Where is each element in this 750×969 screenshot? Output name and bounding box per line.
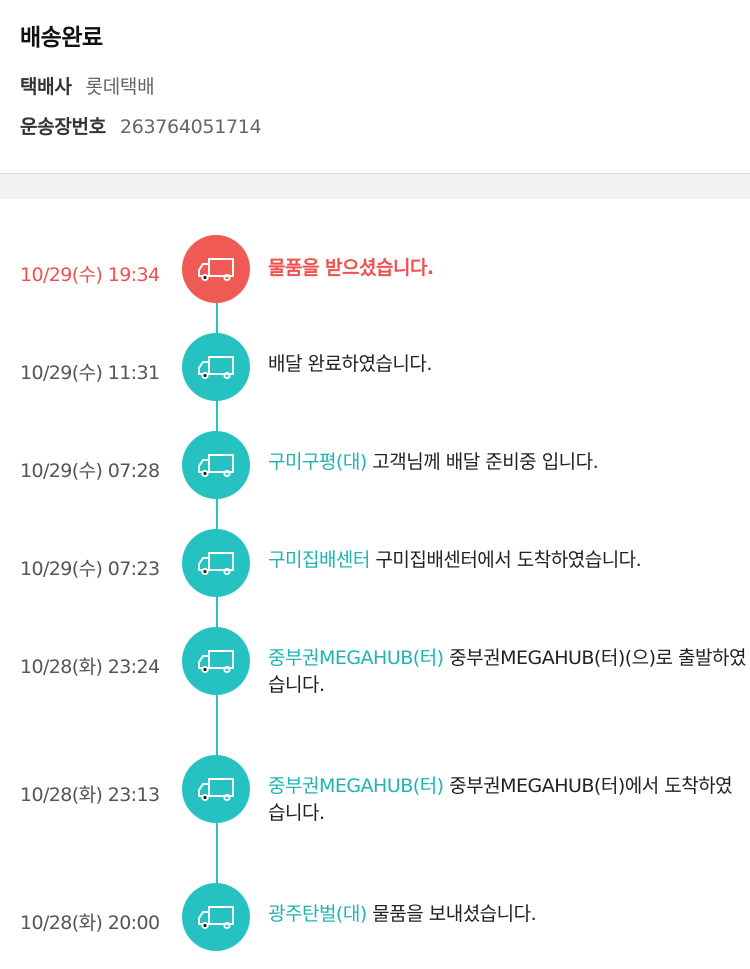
delivery-header: 배송완료 택배사 롯데택배 운송장번호 263764051714 (0, 0, 750, 173)
event-time: 10/29(수) 19:34 (20, 264, 160, 286)
tracking-number-label: 운송장번호 (20, 116, 106, 138)
event-description: 구미구평(대) 고객님께 배달 준비중 입니다. (268, 449, 746, 476)
event-description: 중부권MEGAHUB(터) 중부권MEGAHUB(터)(으)로 출발하였습니다. (268, 645, 746, 699)
event-location: 중부권MEGAHUB(터) (268, 775, 450, 797)
event-description: 물품을 받으셨습니다. (268, 255, 746, 282)
delivery-status-title: 배송완료 (20, 25, 103, 51)
courier-row: 택배사 롯데택배 (20, 72, 155, 99)
truck-icon (196, 549, 236, 577)
event-time: 10/29(수) 07:23 (20, 558, 160, 580)
event-location: 구미집배센터 (268, 549, 376, 571)
event-time: 10/28(화) 20:00 (20, 912, 160, 934)
courier-value: 롯데택배 (85, 76, 155, 98)
event-description: 광주탄벌(대) 물품을 보내셨습니다. (268, 901, 746, 928)
truck-icon (196, 353, 236, 381)
truck-icon (196, 903, 236, 931)
tracking-number-row: 운송장번호 263764051714 (20, 112, 262, 139)
event-marker (182, 333, 250, 401)
event-time: 10/28(화) 23:24 (20, 656, 160, 678)
event-message: 물품을 받으셨습니다. (268, 257, 434, 279)
event-marker (182, 883, 250, 951)
event-time: 10/29(수) 11:31 (20, 362, 160, 384)
truck-icon (196, 255, 236, 283)
event-message: 물품을 보내셨습니다. (372, 903, 537, 925)
event-marker (182, 627, 250, 695)
tracking-number-value: 263764051714 (119, 116, 262, 138)
event-location: 광주탄벌(대) (268, 903, 373, 925)
event-marker (182, 755, 250, 823)
event-message: 배달 완료하였습니다. (268, 353, 432, 375)
truck-icon (196, 775, 236, 803)
event-marker (182, 529, 250, 597)
event-description: 배달 완료하였습니다. (268, 351, 746, 378)
event-location: 중부권MEGAHUB(터) (268, 647, 450, 669)
event-description: 중부권MEGAHUB(터) 중부권MEGAHUB(터)에서 도착하였습니다. (268, 773, 746, 827)
courier-label: 택배사 (20, 76, 72, 98)
tracking-timeline: 10/29(수) 19:34 물품을 받으셨습니다. 10/29(수) 11:3… (0, 199, 750, 969)
truck-icon (196, 647, 236, 675)
event-time: 10/28(화) 23:13 (20, 784, 160, 806)
event-message: 고객님께 배달 준비중 입니다. (372, 451, 599, 473)
event-time: 10/29(수) 07:28 (20, 460, 160, 482)
section-divider (0, 173, 750, 199)
event-marker (182, 431, 250, 499)
event-marker (182, 235, 250, 303)
event-message: 구미집배센터에서 도착하였습니다. (375, 549, 642, 571)
truck-icon (196, 451, 236, 479)
event-location: 구미구평(대) (268, 451, 373, 473)
event-message: 중부권MEGAHUB(터)(으)로 출발하였습니다. (268, 647, 746, 696)
event-description: 구미집배센터 구미집배센터에서 도착하였습니다. (268, 547, 746, 574)
event-message: 중부권MEGAHUB(터)에서 도착하였습니다. (268, 775, 733, 824)
